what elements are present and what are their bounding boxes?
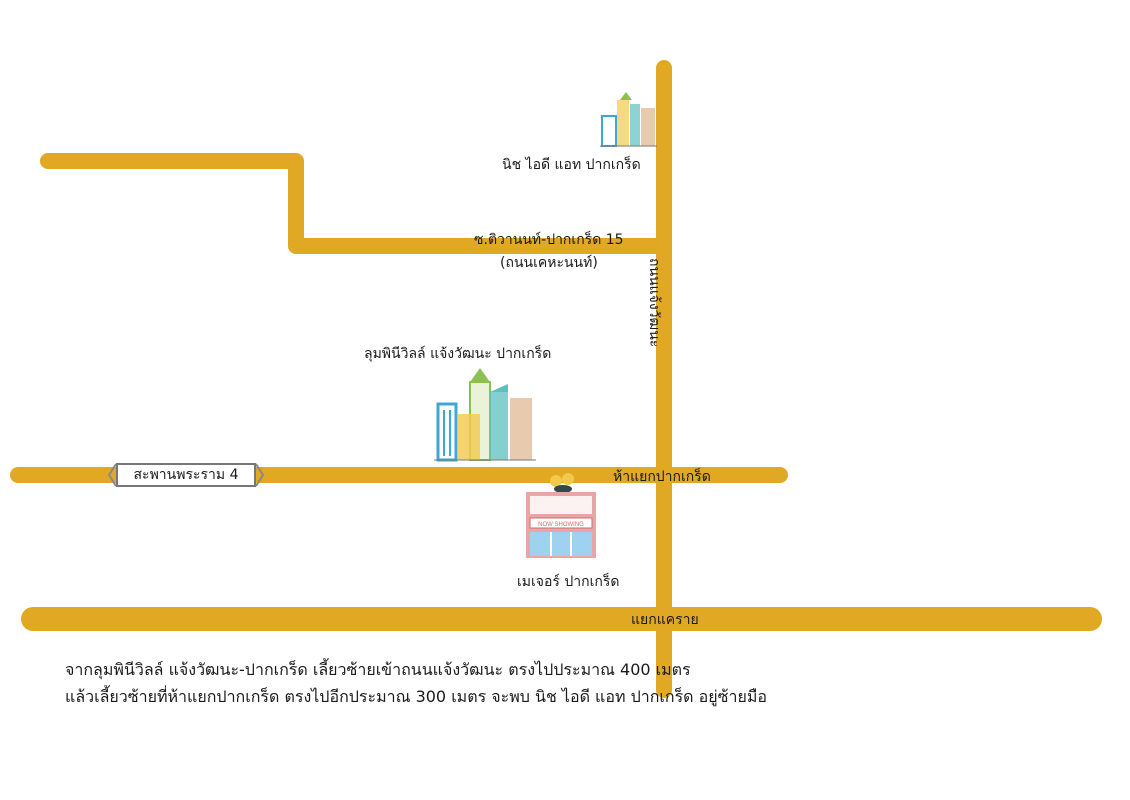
cinema-sign-text: NOW SHOWING (538, 522, 584, 528)
major-label: เมเจอร์ ปากเกร็ด (517, 574, 620, 590)
bottom-road-label: แยกแคราย (631, 612, 699, 628)
soi-15-sub-label: (ถนนเคหะนนท์) (500, 255, 598, 271)
niche-label: นิช ไอดี แอท ปากเกร็ด (502, 157, 641, 173)
lumpini-building-icon (434, 368, 536, 462)
niche-building-icon (600, 92, 657, 147)
junction-label: ห้าแยกปากเกร็ด (613, 469, 711, 485)
bridge-ramps (107, 463, 265, 487)
directions-text: จากลุมพินีวิลล์ แจ้งวัฒนะ-ปากเกร็ด เลี้ย… (65, 656, 767, 710)
lumpini-label: ลุมพินีวิลล์ แจ้งวัฒนะ ปากเกร็ด (364, 346, 552, 362)
vertical-road-label: ถนนแจ้งวัฒนะ (646, 258, 662, 348)
cinema-building-icon: NOW SHOWING (526, 473, 596, 558)
upper-left-road (40, 153, 670, 254)
directions-line-2: แล้วเลี้ยวซ้ายที่ห้าแยกปากเกร็ด ตรงไปอีก… (65, 687, 768, 706)
bridge-sign: สะพานพระราม 4 (116, 463, 256, 487)
soi-15-label: ซ.ติวานนท์-ปากเกร็ด 15 (474, 232, 624, 248)
directions-line-1: จากลุมพินีวิลล์ แจ้งวัฒนะ-ปากเกร็ด เลี้ย… (65, 660, 691, 679)
